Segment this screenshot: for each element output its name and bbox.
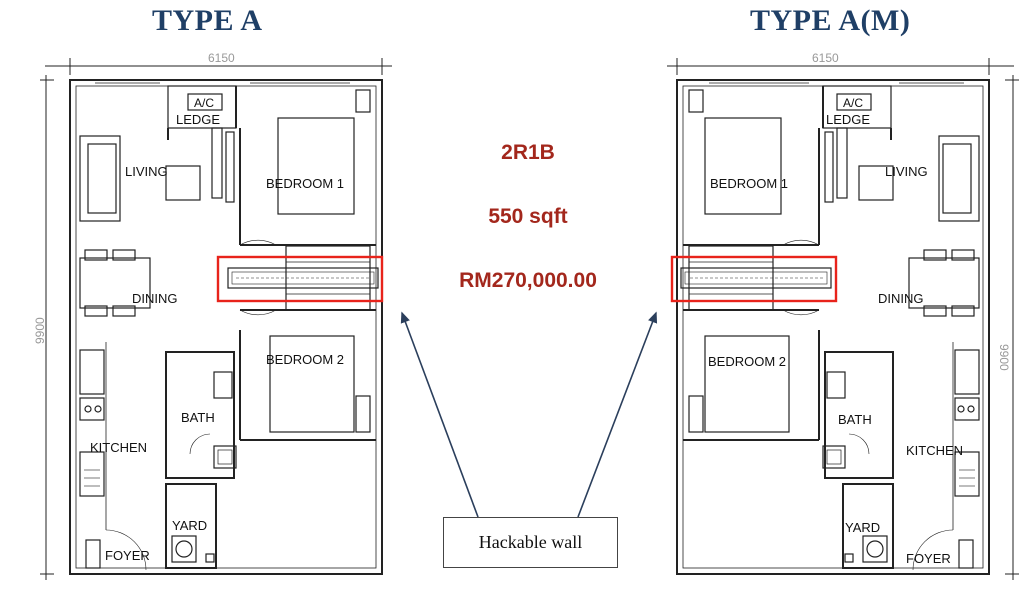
label-bath: BATH	[181, 410, 215, 425]
title-type-a: TYPE A	[152, 4, 263, 37]
label-foyer-m: FOYER	[906, 551, 951, 566]
unit-layout: 2R1B	[501, 141, 555, 164]
label-bedroom-1: BEDROOM 1	[266, 176, 344, 191]
label-ac-m: A/C	[843, 96, 863, 110]
hackable-wall-highlight-right	[670, 255, 838, 303]
dim-width-left: 6150	[208, 51, 235, 65]
floor-plan-type-a: 6150 9900 A/C LEDGE LIVING BEDROOM 1 DIN…	[33, 51, 392, 580]
label-bath-m: BATH	[838, 412, 872, 427]
label-living-m: LIVING	[885, 164, 928, 179]
label-bedroom-1-m: BEDROOM 1	[710, 176, 788, 191]
title-type-am: TYPE A(M)	[750, 4, 911, 37]
label-dining: DINING	[132, 291, 178, 306]
dim-height-right: 9900	[997, 344, 1011, 371]
label-kitchen-m: KITCHEN	[906, 443, 963, 458]
label-foyer: FOYER	[105, 548, 150, 563]
unit-price: RM270,000.00	[459, 269, 597, 292]
label-ac: A/C	[194, 96, 214, 110]
label-dining-m: DINING	[878, 291, 924, 306]
hackable-wall-highlight-left	[216, 255, 384, 303]
label-yard-m: YARD	[845, 520, 880, 535]
dim-height-left: 9900	[33, 317, 47, 344]
label-living: LIVING	[125, 164, 168, 179]
label-yard: YARD	[172, 518, 207, 533]
label-ledge: LEDGE	[176, 112, 220, 127]
unit-size: 550 sqft	[488, 205, 568, 228]
dim-width-right: 6150	[812, 51, 839, 65]
label-kitchen: KITCHEN	[90, 440, 147, 455]
arrow-to-right-wall	[577, 311, 658, 518]
arrow-to-left-wall	[400, 311, 479, 518]
label-bedroom-2: BEDROOM 2	[266, 352, 344, 367]
hackable-wall-callout: Hackable wall	[443, 517, 618, 568]
label-ledge-m: LEDGE	[826, 112, 870, 127]
label-bedroom-2-m: BEDROOM 2	[708, 354, 786, 369]
